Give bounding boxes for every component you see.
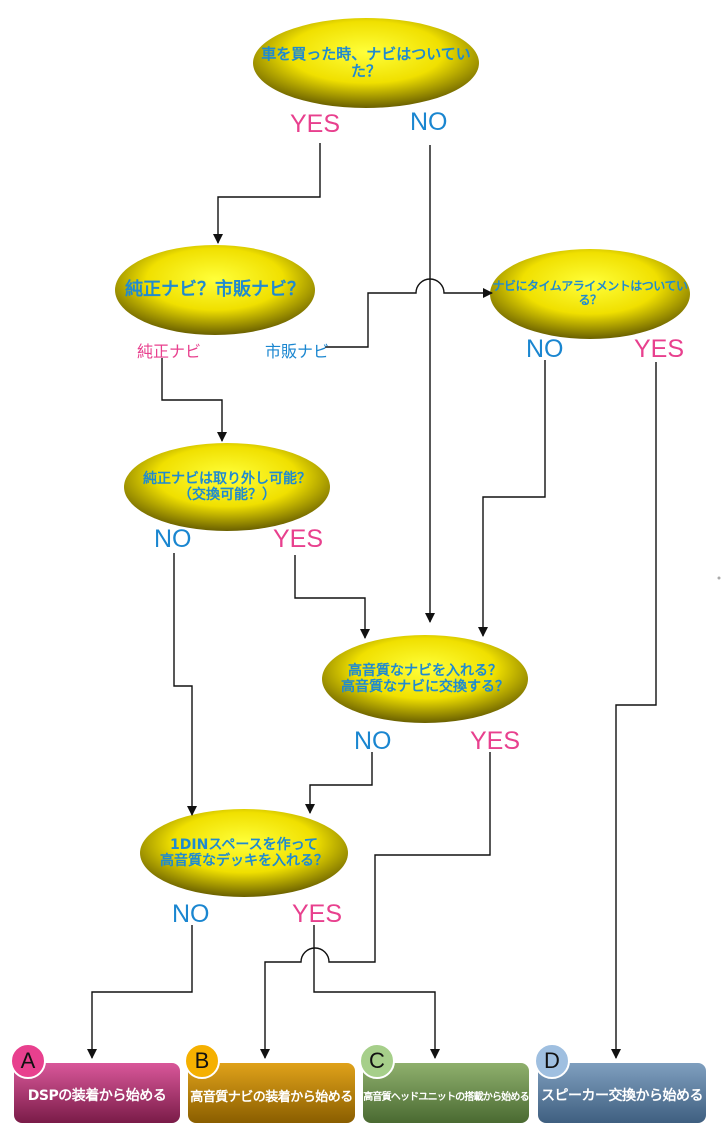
label-q5-no: NO <box>354 727 392 755</box>
connector-q4-yes <box>294 555 370 639</box>
result-b-text: 高音質ナビの装着から始める <box>190 1089 353 1105</box>
label-genuine-navi: 純正ナビ <box>137 344 202 361</box>
connector-q3-yes <box>611 362 657 1059</box>
result-c-letter: C <box>369 1048 385 1073</box>
result-d-letter: D <box>544 1048 560 1073</box>
result-box-b-bg <box>188 1063 355 1123</box>
question-oval-navi-type <box>115 245 315 335</box>
connector-q1-yes <box>213 143 321 244</box>
result-b-badge: B <box>184 1043 220 1079</box>
label-q6-no: NO <box>172 900 210 928</box>
question-oval-1din-deck <box>140 809 348 897</box>
question-hq-navi: 高音質なナビを入れる？ 高音質なナビに交換する？ <box>341 662 509 695</box>
question-oval-car-navi <box>253 18 479 108</box>
result-box-a: DSPの装着から始める <box>14 1072 180 1118</box>
question-1din-deck: 1DINスペースを作って 高音質なデッキを入れる？ <box>160 836 328 869</box>
question-oval-removable <box>124 443 330 531</box>
label-q4-yes: YES <box>273 525 324 553</box>
result-a-text: DSPの装着から始める <box>27 1088 167 1104</box>
question-oval-hq-navi <box>322 635 528 723</box>
result-c-text: 高音質ヘッドユニットの搭載から始める <box>363 1091 529 1103</box>
result-d-text: スピーカー交換から始める <box>541 1088 704 1104</box>
result-a-letter: A <box>20 1048 36 1073</box>
connector-q4-no <box>173 553 197 816</box>
connector-q6-yes <box>313 925 440 1059</box>
connector-q5-no <box>305 752 373 814</box>
result-box-c-bg <box>363 1063 529 1123</box>
label-aftermarket-navi: 市販ナビ <box>265 344 330 361</box>
result-box-d: スピーカー交換から始める <box>538 1072 706 1118</box>
result-box-b: 高音質ナビの装着から始める <box>188 1072 355 1118</box>
label-q1-yes: YES <box>290 110 341 138</box>
result-box-c: 高音質ヘッドユニットの搭載から始める <box>363 1072 529 1118</box>
question-car-navi: 車を買った時、ナビはついていた？ <box>261 44 471 80</box>
result-c-badge: C <box>359 1043 395 1079</box>
connector-q3-no <box>478 360 546 637</box>
label-q4-no: NO <box>154 525 192 553</box>
connector-q5-yes <box>260 752 491 1059</box>
label-q1-no: NO <box>410 108 448 136</box>
result-a-badge: A <box>10 1043 46 1079</box>
question-time-alignment: ナビにタイムアライメントはついている？ <box>492 279 688 307</box>
question-navi-type: 純正ナビ？市販ナビ？ <box>125 278 305 300</box>
connector-aftermarket <box>325 278 493 348</box>
stray-dot <box>717 576 721 580</box>
connector-q6-no <box>87 925 193 1059</box>
question-oval-time-alignment <box>490 249 690 339</box>
result-box-a-bg <box>14 1063 180 1123</box>
result-b-letter: B <box>194 1048 210 1073</box>
result-d-badge: D <box>534 1043 570 1079</box>
label-q5-yes: YES <box>470 727 521 755</box>
label-q3-no: NO <box>526 335 564 363</box>
result-box-d-bg <box>538 1063 706 1123</box>
label-q6-yes: YES <box>292 900 343 928</box>
label-q3-yes: YES <box>634 335 685 363</box>
question-removable: 純正ナビは取り外し可能？ （交換可能？） <box>143 470 311 503</box>
connector-genuine <box>161 358 227 442</box>
